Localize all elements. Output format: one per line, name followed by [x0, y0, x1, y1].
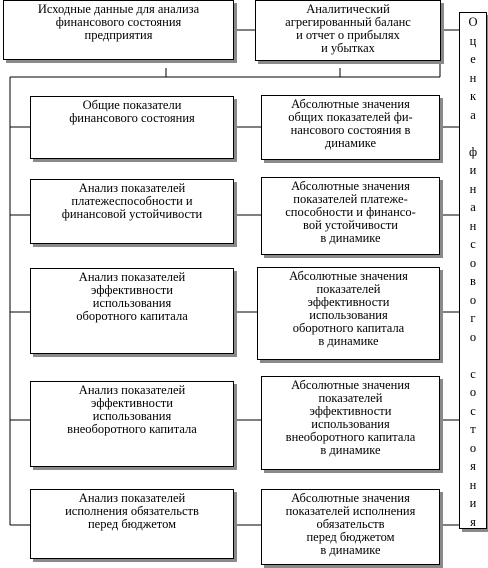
general-indicators-box: Общие показатели финансового состояния: [30, 96, 234, 159]
non-current-capital-analysis-label: Анализ показателей эффективности использ…: [67, 383, 197, 436]
source-data-box: Исходные данные для анализа финансового …: [3, 0, 234, 60]
non-current-capital-values-label: Абсолютные значения показателей эффектив…: [285, 378, 416, 457]
vertical-label-letter: и: [469, 496, 477, 511]
vertical-label-letter: с: [470, 366, 476, 381]
vertical-label-letter: т: [470, 422, 476, 437]
vertical-label-letter: я: [470, 515, 476, 529]
vertical-label-letter: о: [469, 255, 477, 270]
vertical-label-letter: в: [470, 274, 476, 289]
vertical-label-letter: О: [468, 15, 478, 29]
source-data-label: Исходные данные для анализа финансового …: [37, 2, 200, 42]
aggregated-balance-label: Аналитический агрегированный баланс и от…: [285, 2, 411, 55]
budget-obligations-values-box: Абсолютные значения показателей исполнен…: [261, 489, 440, 565]
vertical-label-letter: н: [469, 477, 477, 492]
vertical-label-letter: н: [469, 70, 477, 85]
vertical-label-letter: я: [470, 459, 476, 474]
solvency-analysis-box: Анализ показателей платежеспособности и …: [30, 179, 234, 244]
non-current-capital-values-box: Абсолютные значения показателей эффектив…: [261, 376, 440, 470]
aggregated-balance-box: Аналитический агрегированный баланс и от…: [255, 0, 441, 61]
general-indicators-values-box: Абсолютные значения общих показателей фи…: [261, 95, 440, 160]
vertical-label-letter: а: [470, 200, 476, 215]
vertical-label-letter: н: [469, 218, 477, 233]
general-indicators-values-label: Абсолютные значения общих показателей фи…: [288, 97, 413, 150]
vertical-label-letter: с: [470, 237, 476, 252]
vertical-label-letter: о: [469, 329, 477, 344]
vertical-label-letter: о: [469, 292, 477, 307]
solvency-analysis-label: Анализ показателей платежеспособности и …: [61, 181, 203, 221]
budget-obligations-analysis-box: Анализ показателей исполнения обязательс…: [30, 489, 234, 559]
vertical-label-letter: г: [470, 311, 476, 326]
solvency-values-label: Абсолютные значения показателей платеже-…: [285, 179, 416, 245]
vertical-label-letter: о: [469, 385, 477, 400]
vertical-label-letter: ф: [468, 144, 478, 159]
vertical-label-letter: и: [469, 163, 477, 178]
non-current-capital-analysis-box: Анализ показателей эффективности использ…: [30, 381, 234, 467]
general-indicators-label: Общие показатели финансового состояния: [69, 98, 195, 125]
vertical-label-letter: а: [470, 107, 476, 122]
vertical-label-letter: е: [470, 52, 476, 67]
vertical-label-letter: о: [469, 440, 477, 455]
vertical-label-letter: с: [470, 403, 476, 418]
working-capital-analysis-label: Анализ показателей эффективности использ…: [76, 270, 188, 323]
budget-obligations-analysis-label: Анализ показателей исполнения обязательс…: [65, 491, 199, 531]
working-capital-values-box: Абсолютные значения показателей эффектив…: [257, 267, 440, 360]
vertical-label-letter: ц: [469, 33, 477, 48]
vertical-label-letter: к: [469, 89, 477, 104]
budget-obligations-values-label: Абсолютные значения показателей исполнен…: [285, 491, 416, 557]
working-capital-analysis-box: Анализ показателей эффективности использ…: [30, 268, 234, 354]
working-capital-values-label: Абсолютные значения показателей эффектив…: [289, 269, 408, 348]
solvency-values-box: Абсолютные значения показателей платеже-…: [261, 177, 440, 255]
vertical-label-letter: н: [469, 181, 477, 196]
